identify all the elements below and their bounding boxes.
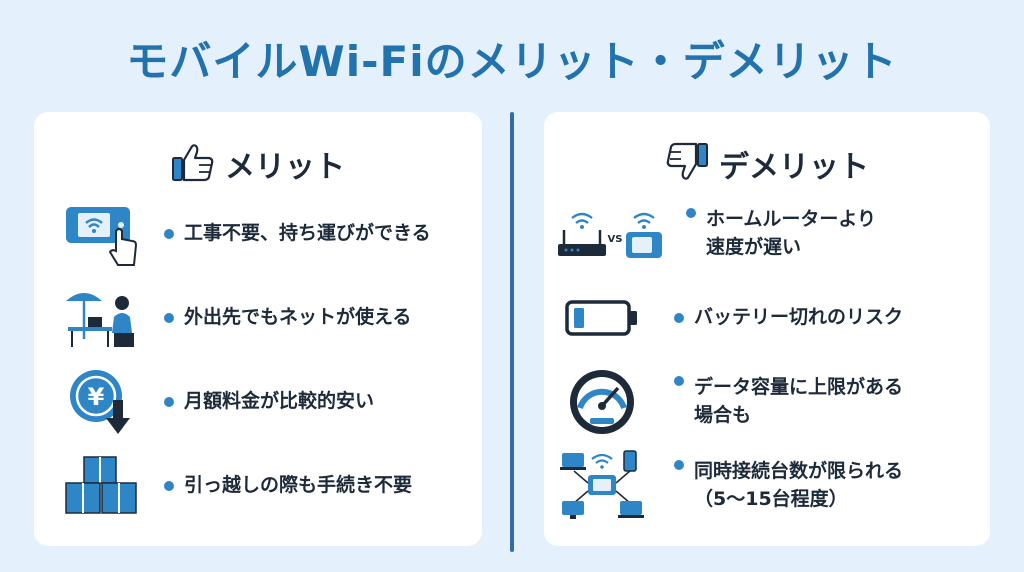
merit-text: 月額料金が比較的安い	[184, 390, 375, 413]
bullet-dot	[164, 481, 174, 491]
demerits-panel: デメリット VS ホームルーターより 速度が遅い	[544, 112, 990, 546]
bullet-dot	[674, 313, 684, 323]
demerit-line: バッテリー切れのリスク	[694, 306, 904, 329]
demerit-row-connections: 同時接続台数が限られる （5〜15台程度）	[544, 444, 990, 528]
vs-label: VS	[608, 234, 623, 245]
demerit-text: 同時接続台数が限られる （5〜15台程度）	[694, 458, 903, 513]
demerit-line: 同時接続台数が限られる	[694, 460, 904, 483]
demerit-line: 速度が遅い	[706, 236, 802, 258]
merit-row-outdoor: 外出先でもネットが使える	[34, 276, 482, 360]
demerit-text: データ容量に上限がある 場合も	[694, 374, 903, 429]
bullet-dot	[674, 376, 684, 386]
bullet-dot	[164, 229, 174, 239]
router-vs-mobile-icon: VS	[552, 196, 664, 272]
demerit-text: ホームルーターより 速度が遅い	[706, 206, 876, 261]
page-title: モバイルWi-Fiのメリット・デメリット	[126, 37, 898, 86]
bullet-dot	[164, 313, 174, 323]
merits-heading: メリット	[225, 150, 345, 185]
demerit-line: （5〜15台程度）	[694, 488, 848, 510]
moving-boxes-icon	[52, 448, 152, 524]
thumbs-down-icon	[665, 142, 709, 186]
cafe-laptop-icon	[52, 280, 152, 356]
svg-text:¥: ¥	[88, 383, 105, 411]
merits-header: メリット	[34, 142, 482, 186]
demerits-header: デメリット	[544, 142, 990, 186]
speedometer-icon	[552, 364, 652, 440]
merit-row-price: ¥ 月額料金が比較的安い	[34, 360, 482, 444]
demerit-line: 場合も	[694, 404, 752, 426]
bullet-dot	[674, 460, 684, 470]
merit-row-moving: 引っ越しの際も手続き不要	[34, 444, 482, 528]
multi-device-icon	[552, 448, 652, 524]
merit-text: 引っ越しの際も手続き不要	[184, 474, 413, 497]
tablet-hand-icon	[52, 196, 152, 272]
demerit-line: ホームルーターより	[706, 208, 877, 231]
low-battery-icon	[552, 280, 652, 356]
merit-text: 外出先でもネットが使える	[184, 306, 412, 329]
demerit-row-speed: VS ホームルーターより 速度が遅い	[544, 192, 990, 276]
merit-row-portable: 工事不要、持ち運びができる	[34, 192, 482, 276]
merits-panel: メリット 工事不要、持ち運びができる	[34, 112, 482, 546]
yen-down-icon: ¥	[52, 364, 152, 440]
demerits-heading: デメリット	[719, 150, 869, 185]
bullet-dot	[164, 397, 174, 407]
merit-text: 工事不要、持ち運びができる	[184, 222, 431, 245]
demerit-row-data: データ容量に上限がある 場合も	[544, 360, 990, 444]
thumbs-up-icon	[171, 142, 215, 186]
bullet-dot	[686, 208, 696, 218]
demerit-text: バッテリー切れのリスク	[694, 304, 903, 332]
demerit-line: データ容量に上限がある	[694, 376, 904, 399]
demerit-row-battery: バッテリー切れのリスク	[544, 276, 990, 360]
center-divider	[510, 112, 514, 552]
